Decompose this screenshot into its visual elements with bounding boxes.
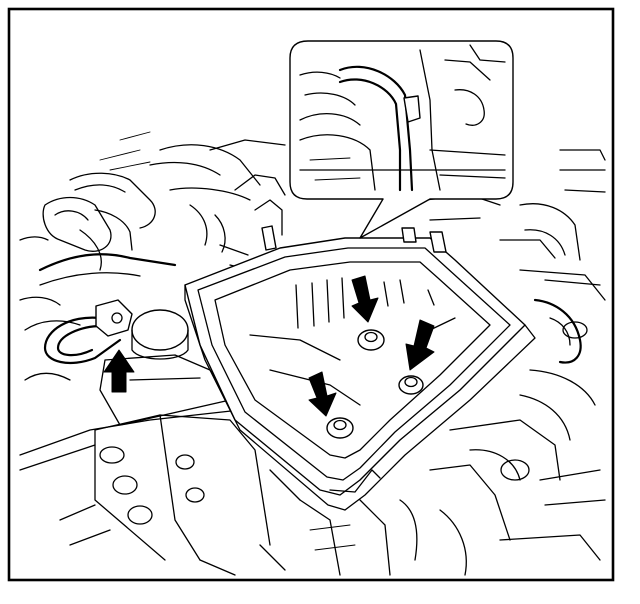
tray-bolt-right — [398, 375, 424, 395]
tray-bolt-upper — [357, 329, 385, 351]
arrow-icon — [351, 275, 379, 323]
engine-background-linework — [19, 131, 606, 576]
battery-tray — [184, 225, 536, 511]
arrow-icon — [103, 349, 135, 393]
detail-inset — [289, 40, 514, 239]
arrow-icon — [405, 319, 435, 371]
arrow-icon — [308, 371, 337, 417]
tray-bolt-lower — [326, 417, 354, 439]
